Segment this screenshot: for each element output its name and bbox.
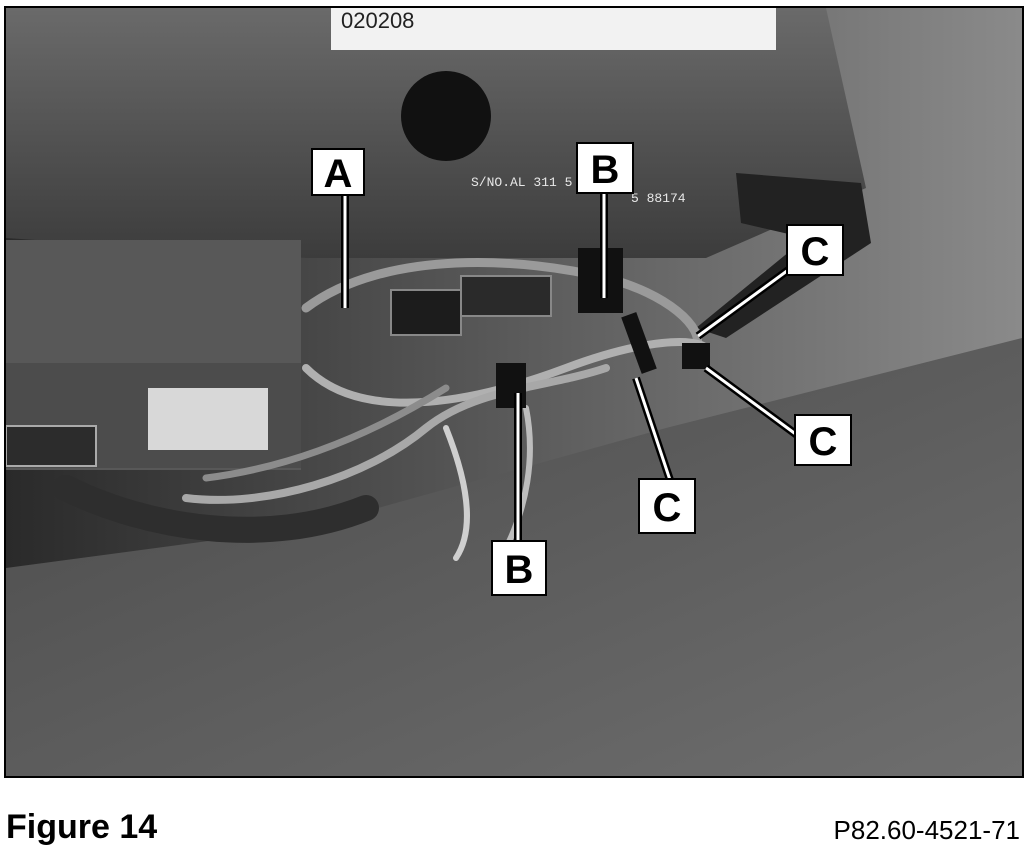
- wire-harness: [53, 258, 710, 561]
- unit-label: [331, 8, 776, 50]
- label-number: 020208: [341, 8, 414, 33]
- callout-b-top: B: [576, 142, 634, 194]
- connector: [390, 289, 462, 336]
- callout-a: A: [311, 148, 365, 196]
- mounting-bracket: [696, 173, 871, 338]
- cable-tie-2: [682, 343, 710, 369]
- callout-c-right-upper: C: [786, 224, 844, 276]
- callout-b-bottom: B: [491, 540, 547, 596]
- serial-line-2: 5 88174: [631, 191, 686, 206]
- cable-tie: [621, 312, 657, 374]
- figure-title: Figure 14: [6, 808, 158, 846]
- connector-2: [460, 275, 552, 317]
- barcode-sticker: [148, 388, 268, 450]
- leader-lines-highlight: [343, 193, 802, 543]
- figure-photo: 020208 S/NO.AL 311 5 88174 5 88174: [4, 6, 1024, 778]
- callout-c-right-lower: C: [794, 414, 852, 466]
- callout-c-center: C: [638, 478, 696, 534]
- mounting-hole: [401, 71, 491, 161]
- side-marking: [6, 425, 97, 467]
- figure-reference: P82.60-4521-71: [833, 815, 1020, 845]
- photo-illustration: 020208 S/NO.AL 311 5 88174 5 88174: [6, 8, 1022, 776]
